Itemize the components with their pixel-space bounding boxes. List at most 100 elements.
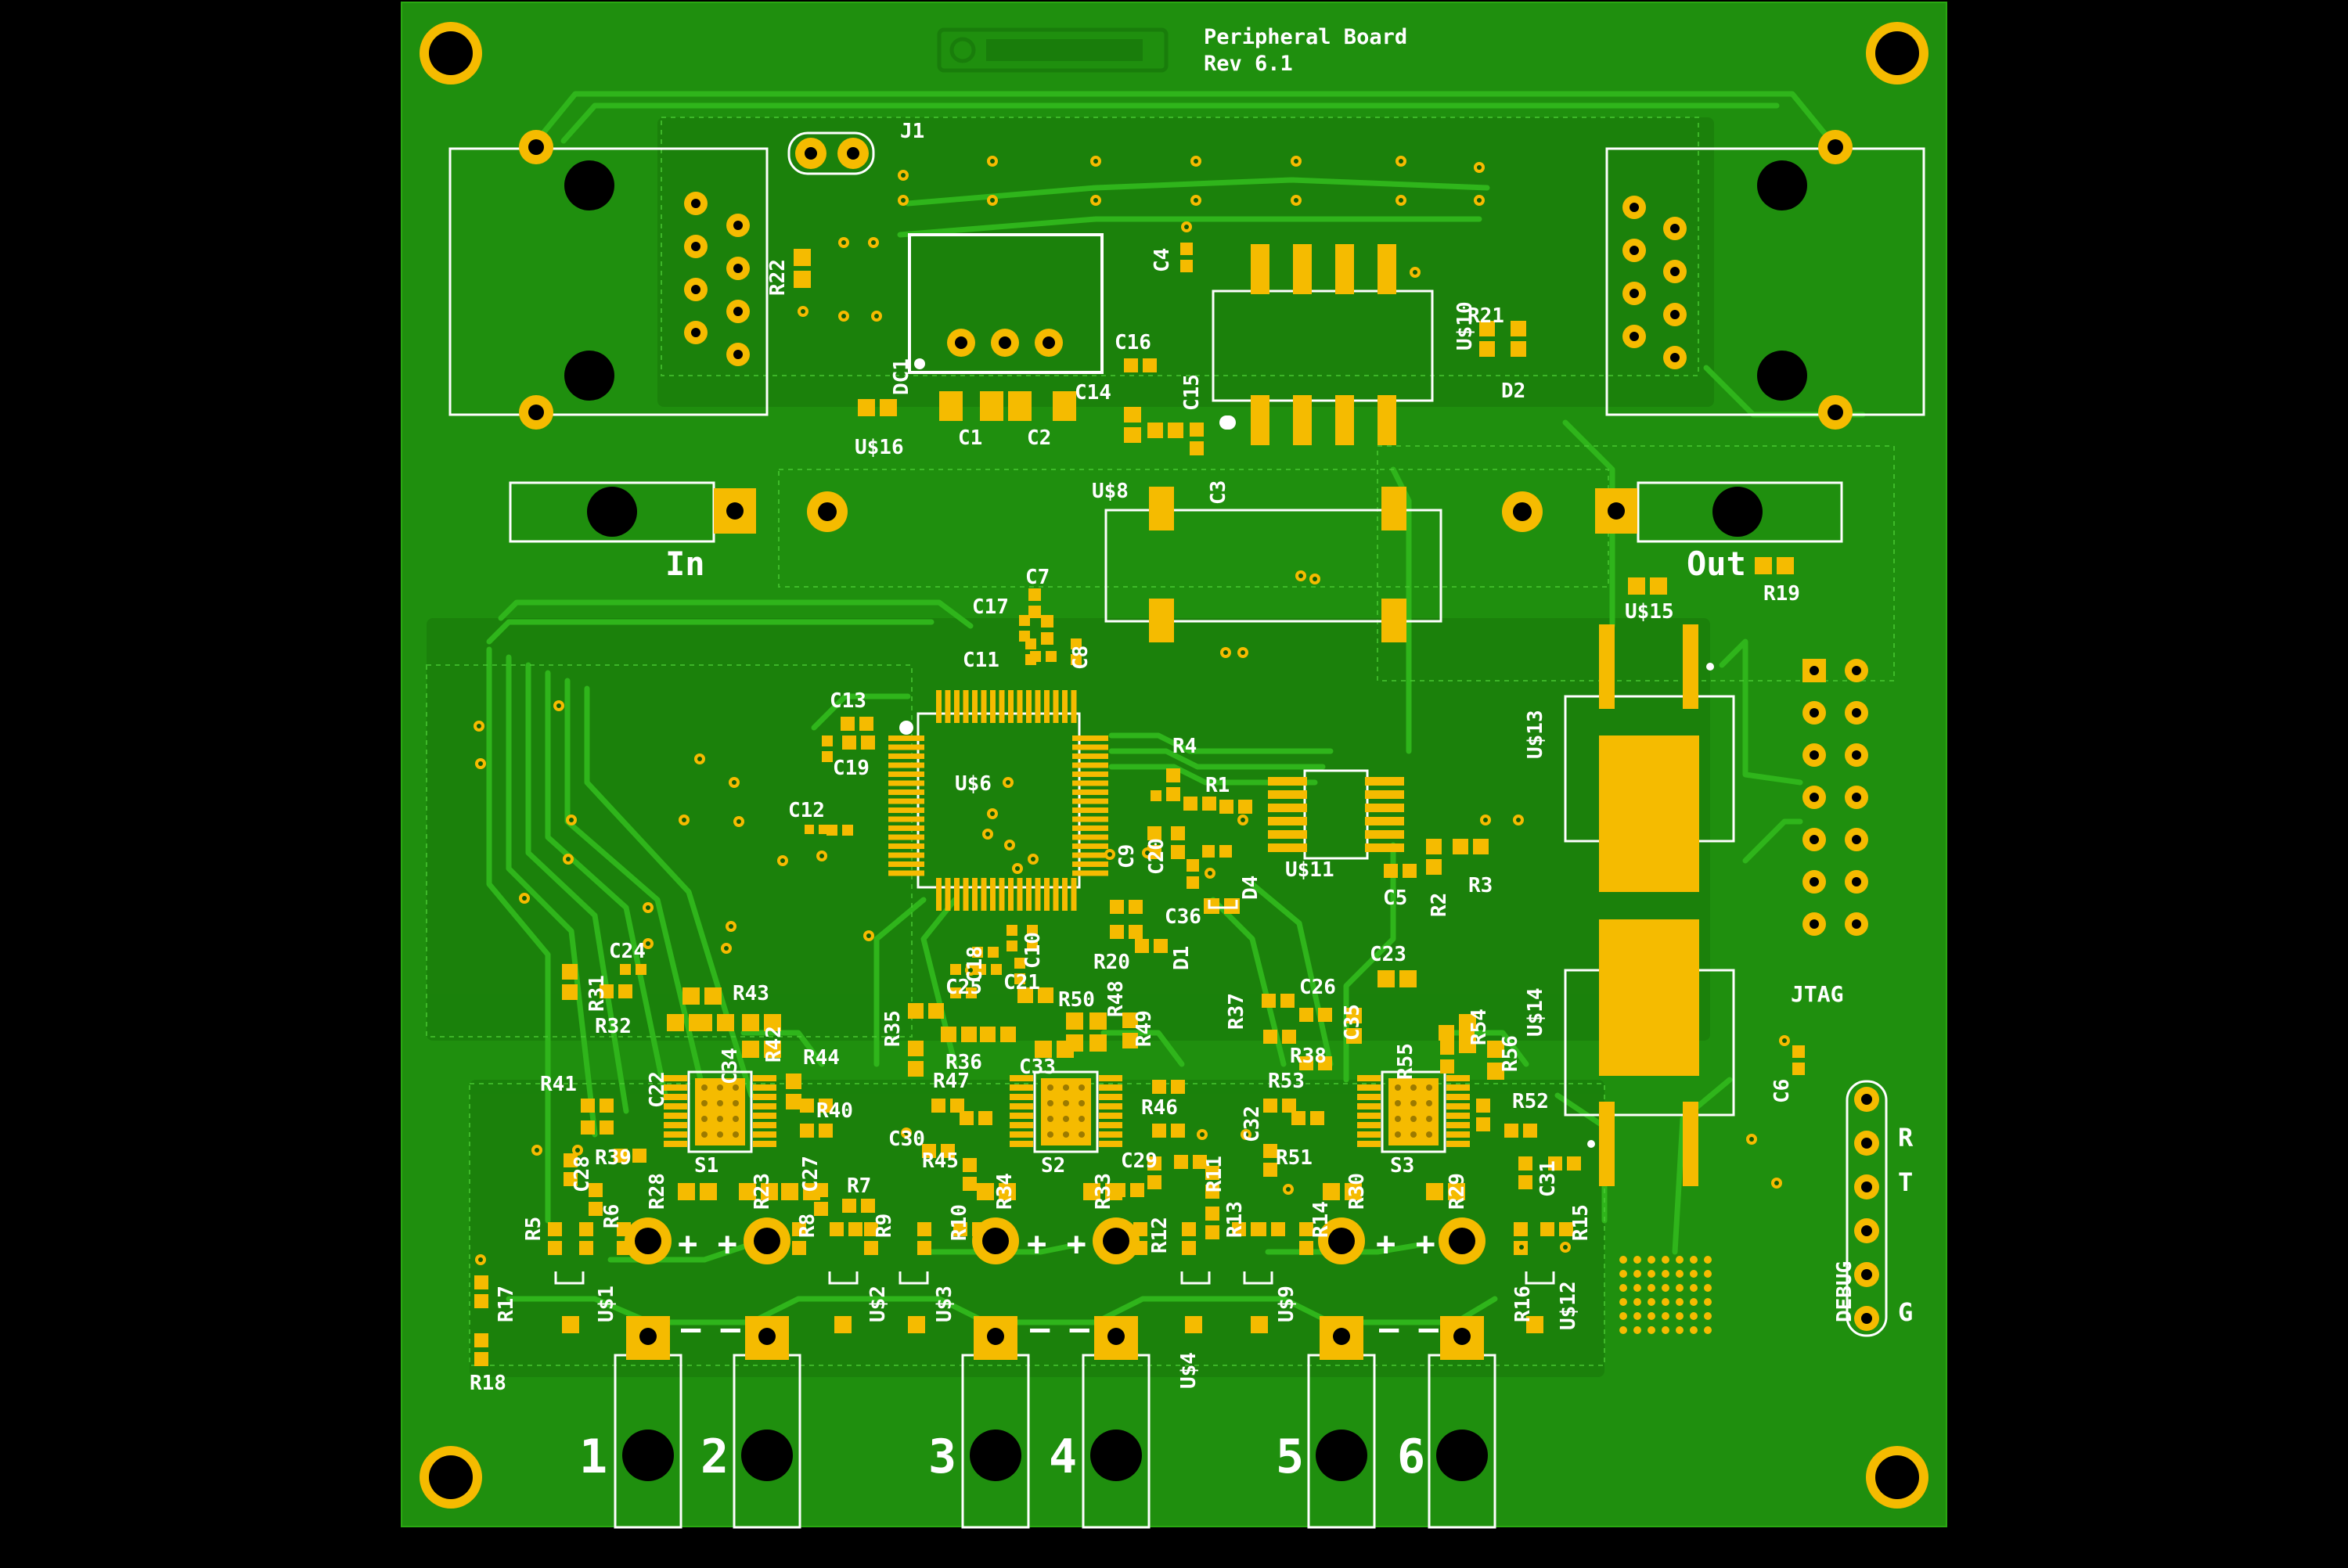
grid-via [1633, 1298, 1641, 1306]
board-revision: Rev 6.1 [1204, 52, 1293, 76]
ref-r2: R2 [1428, 893, 1451, 917]
grid-via [1662, 1298, 1669, 1306]
jtag-drill [1810, 708, 1819, 717]
smd-pad [842, 825, 853, 836]
via-drill [1774, 1181, 1779, 1185]
debug-header [1846, 1080, 1888, 1337]
via-drill [732, 780, 736, 785]
ref-r7: R7 [847, 1174, 871, 1198]
qfp-pin [1044, 878, 1050, 911]
grid-via [1662, 1256, 1669, 1264]
smd-pad [1399, 970, 1417, 987]
u10-ic [1212, 244, 1434, 445]
polarity-plus-2: + + [1027, 1225, 1086, 1263]
smd-pad [966, 987, 977, 998]
tssop-pin [1365, 804, 1404, 812]
qfn-pin [1357, 1084, 1381, 1091]
via-drill [1298, 574, 1303, 578]
ref-r13: R13 [1223, 1201, 1247, 1238]
smd-pad [739, 1183, 756, 1200]
smd-pad [1182, 1222, 1196, 1236]
qfp-pin [972, 690, 978, 723]
terminal-drill [758, 1328, 776, 1345]
qfp-pin [1053, 878, 1059, 911]
smd-pad [1174, 1155, 1188, 1169]
u6-qfp [888, 690, 1108, 911]
smd-pad [980, 391, 1003, 421]
via-drill [1244, 1132, 1248, 1137]
polarity-plus-3: + + [1376, 1225, 1435, 1263]
ref-r51: R51 [1276, 1146, 1313, 1170]
smd-pad [1299, 1241, 1313, 1255]
qfp-pin [1072, 753, 1108, 759]
qfn-thermal-via [1079, 1100, 1085, 1106]
qfn-outline [687, 1070, 753, 1153]
smd-pad [1166, 790, 1177, 801]
ref-r49: R49 [1133, 1010, 1156, 1047]
smd-pad [1053, 391, 1076, 421]
smd-pad [842, 735, 856, 750]
smd-pad [1439, 1025, 1454, 1041]
smd-pad [1152, 1080, 1166, 1094]
ref-r48: R48 [1104, 980, 1128, 1017]
smd-pad [1205, 1166, 1219, 1180]
logo-mark [937, 27, 1169, 73]
smd-pad [1111, 1183, 1125, 1197]
grid-via [1648, 1298, 1655, 1306]
grid-via [1704, 1312, 1712, 1320]
ref-c8: C8 [1069, 646, 1093, 670]
qfn-thermal-via [733, 1131, 739, 1138]
smd-pad [1147, 423, 1163, 438]
debug-drill [1861, 1094, 1872, 1105]
qfn-thermal-via [1426, 1131, 1432, 1138]
qfn-pin [664, 1141, 687, 1147]
mounting-hole-drill [429, 1455, 473, 1499]
jtag-drill [1852, 919, 1861, 929]
via-drill [866, 933, 871, 938]
grid-via [1648, 1312, 1655, 1320]
reference-designators: J1 R22 DC1 C1 C2 U$16 C4 C16 C14 C15 U$8… [470, 120, 1800, 1395]
smd-pad [548, 1222, 562, 1236]
qfp-pin [888, 807, 924, 813]
smd-pad [1180, 243, 1193, 255]
smd-pad [1426, 1183, 1443, 1200]
smd-pad [1008, 391, 1032, 421]
ref-c18: C18 [963, 946, 987, 983]
ref-r33: R33 [1092, 1173, 1115, 1210]
smd-pad [1299, 1222, 1313, 1236]
terminal-hole [1316, 1430, 1367, 1481]
qfp-pin [888, 735, 924, 741]
ref-r32: R32 [595, 1015, 632, 1038]
ref-us2: U$2 [866, 1286, 890, 1322]
ref-r43: R43 [733, 982, 769, 1005]
smd-pad [474, 1352, 488, 1366]
smd-pad [1171, 1080, 1185, 1094]
via-drill [1294, 159, 1298, 164]
smd-pad [1185, 1316, 1202, 1333]
ref-r6: R6 [600, 1204, 624, 1228]
smd-pad [822, 751, 833, 762]
qfn-thermal-via [701, 1084, 708, 1091]
polarity-minus-2: – – [1030, 1309, 1090, 1347]
smd-pad [1346, 1008, 1362, 1023]
via-drill [1031, 857, 1035, 861]
grid-via [1648, 1284, 1655, 1292]
smd-pad [908, 1041, 924, 1056]
in-label: In [665, 545, 705, 583]
grid-via [1690, 1312, 1698, 1320]
grid-via [1690, 1270, 1698, 1278]
qfn-pin [1099, 1141, 1122, 1147]
ref-r42: R42 [762, 1026, 786, 1063]
mounting-hole-drill [1875, 1455, 1919, 1499]
ref-r30: R30 [1345, 1173, 1369, 1210]
qfp-pin [1072, 762, 1108, 768]
via-drill [990, 198, 995, 203]
smd-pad [717, 1014, 734, 1031]
smd-pad [1299, 1056, 1313, 1070]
smd-pad [1143, 358, 1157, 372]
tssop-pin [1365, 817, 1404, 825]
smd-pad [1346, 1028, 1362, 1044]
ref-us10: U$10 [1453, 301, 1477, 351]
qfn-thermal-via [717, 1084, 723, 1091]
